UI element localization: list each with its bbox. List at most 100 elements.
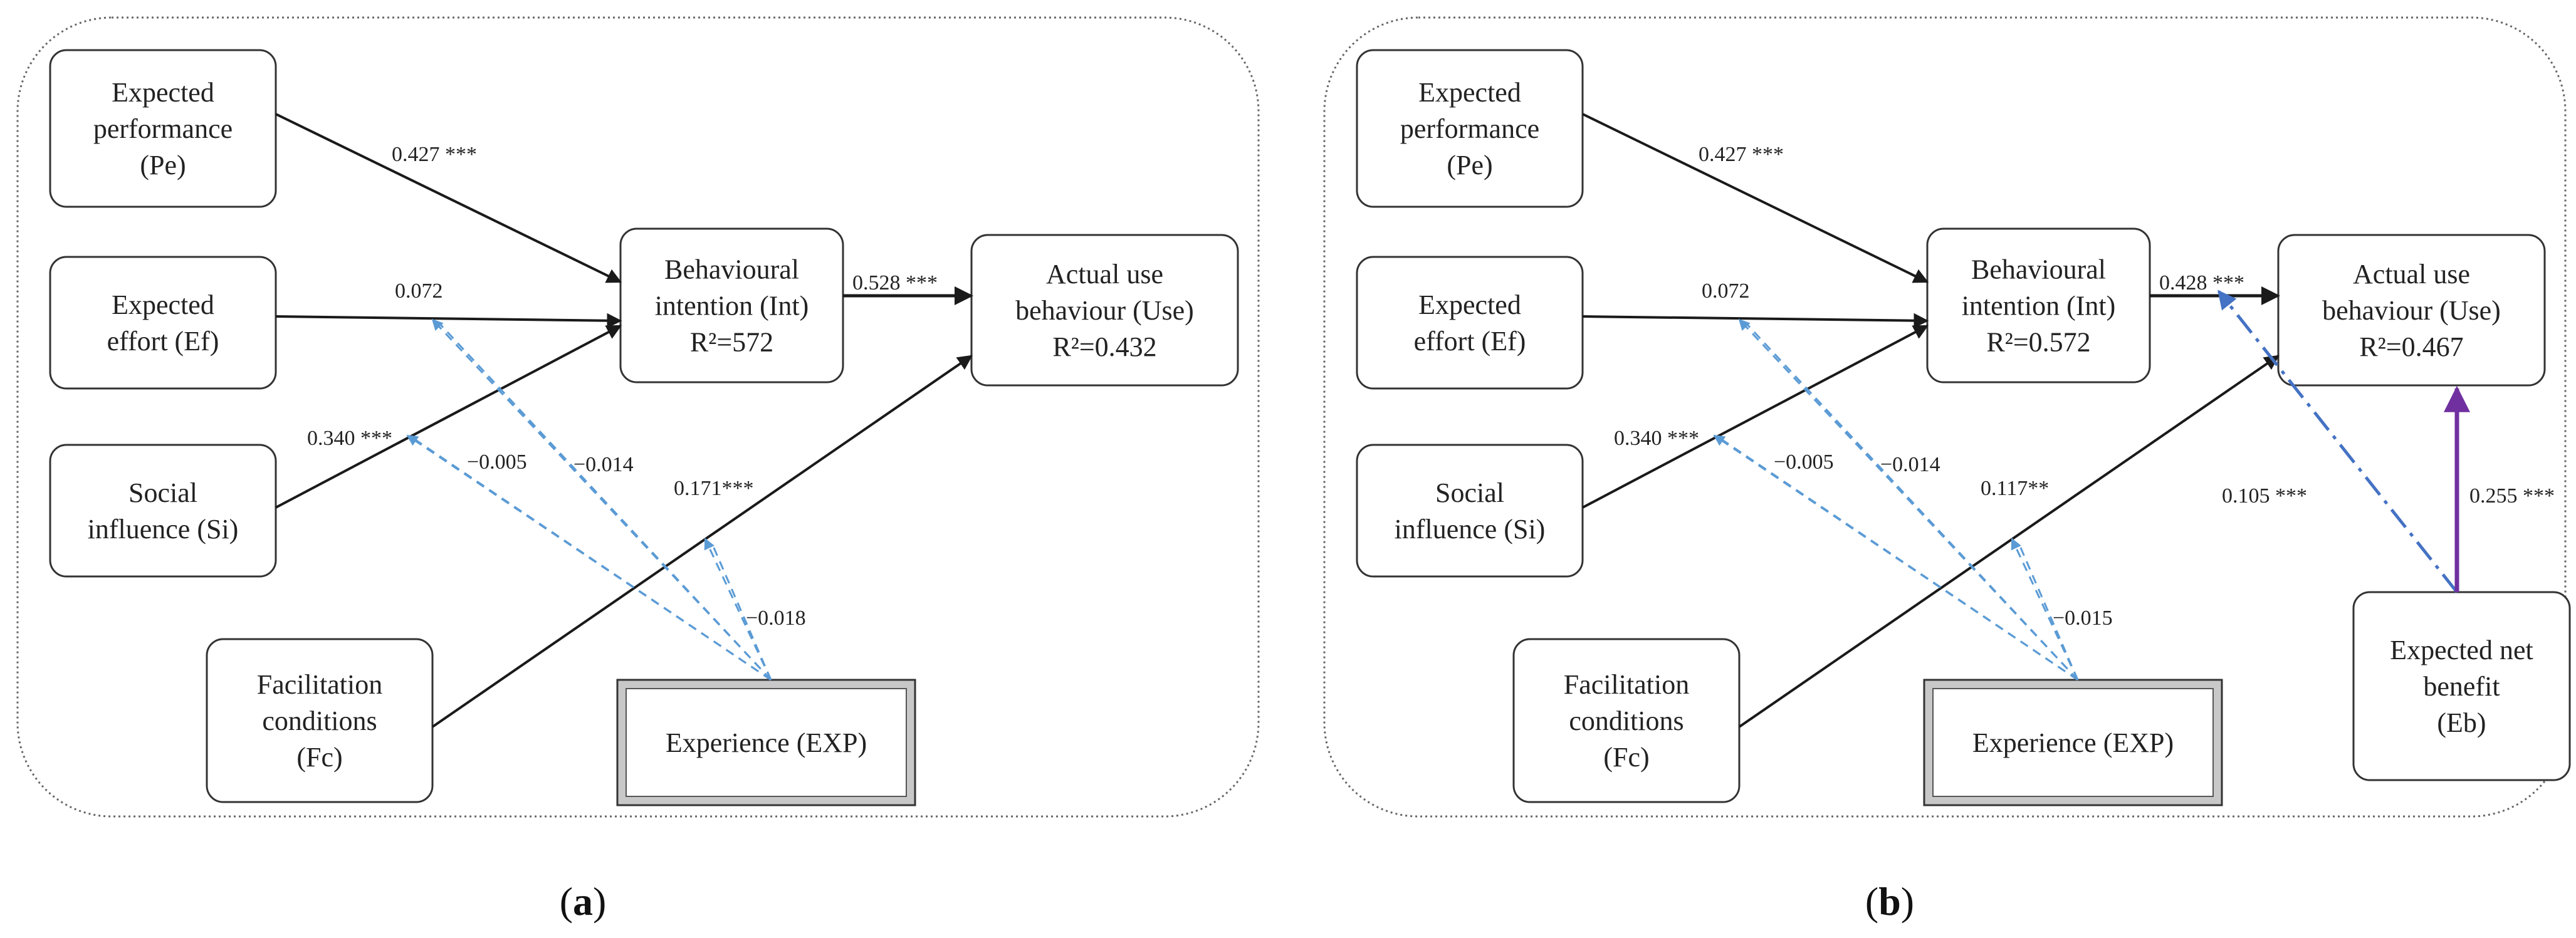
node-actual-use-box — [2277, 234, 2546, 387]
coef-pe-int: 0.427 *** — [1699, 143, 1784, 166]
node-expected-effort-box — [1356, 256, 1584, 390]
node-actual-use-label-line: R²=0.467 — [2359, 331, 2463, 362]
node-behavioural-intention-box — [619, 227, 844, 383]
path-exp-si-2 — [1720, 437, 2078, 681]
coef-ef-int: 0.072 — [395, 279, 443, 303]
coef-int-use: 0.428 *** — [2159, 271, 2244, 294]
node-behavioural-intention-label-line: Behavioural — [664, 254, 799, 285]
node-expected-effort: Expected effort (Ef) — [1356, 256, 1584, 390]
node-social-influence-label-line: Social — [1435, 477, 1504, 508]
panel-caption: (a) — [560, 879, 607, 924]
coef-exp-ef: −0.014 — [1880, 453, 1940, 476]
caption-open: ( — [560, 879, 573, 924]
path-exp-si-2 — [413, 437, 772, 681]
path-ef-int — [1582, 313, 1929, 328]
node-behavioural-intention: Behavioural intention (Int) R²=0.572 — [1926, 227, 2151, 383]
node-expected-net-benefit-label-line: benefit — [2423, 671, 2500, 702]
node-expected-performance-label-line: Expected — [1418, 77, 1521, 108]
coef-fc-use: 0.117** — [1981, 477, 2049, 500]
path-exp-fc-2 — [2017, 541, 2079, 680]
path-exp-fc-2 — [710, 541, 772, 680]
node-social-influence-label-line: influence (Si) — [1395, 514, 1546, 545]
path-fc-use — [1738, 355, 2280, 728]
node-actual-use-label-line: Actual use — [2353, 259, 2470, 289]
node-expected-effort-label-line: Expected — [112, 289, 214, 320]
node-expected-performance-label-line: performance — [93, 113, 233, 144]
caption-letter: a — [573, 879, 593, 924]
node-experience-label-line: Experience (EXP) — [1972, 727, 2174, 758]
node-behavioural-intention-label-line: R²=572 — [690, 327, 773, 358]
node-facilitation-conditions: Facilitation conditions (Fc) — [206, 638, 434, 803]
node-behavioural-intention-label-line: intention (Int) — [1962, 291, 2116, 321]
node-experience-inner — [626, 688, 907, 797]
node-actual-use-label-line: Actual use — [1046, 259, 1163, 289]
node-facilitation-conditions-label-line: (Fc) — [296, 742, 342, 773]
node-experience-inner — [1932, 688, 2214, 797]
node-expected-performance-label-line: Expected — [112, 77, 214, 108]
node-behavioural-intention-label-line: Behavioural — [1971, 254, 2106, 285]
node-social-influence-label-line: influence (Si) — [88, 514, 239, 545]
node-expected-effort-label-line: effort (Ef) — [1414, 326, 1526, 357]
node-actual-use-label-line: R²=0.432 — [1052, 331, 1156, 362]
coef-ef-int: 0.072 — [1702, 279, 1750, 303]
node-expected-performance-label-line: (Pe) — [1447, 150, 1492, 180]
panel-caption: (b) — [1865, 879, 1914, 924]
node-facilitation-conditions-box — [206, 638, 434, 803]
panel-frame — [16, 16, 1260, 818]
caption-open: ( — [1865, 879, 1878, 924]
path-exp-ef-2 — [437, 321, 772, 681]
node-behavioural-intention-label-line: intention (Int) — [655, 291, 809, 321]
coef-si-int: 0.340 *** — [1614, 427, 1699, 450]
path-eb-moderation — [2217, 289, 2458, 593]
node-social-influence-label-line: Social — [128, 477, 197, 508]
path-exp-fc — [704, 538, 772, 680]
node-experience: Experience (EXP) — [616, 679, 916, 806]
node-social-influence: Social influence (Si) — [49, 444, 277, 578]
coef-exp-si: −0.005 — [1774, 451, 1834, 474]
path-exp-ef-2 — [1744, 321, 2079, 681]
coef-eb-use: 0.255 *** — [2469, 484, 2555, 508]
node-facilitation-conditions-label-line: Facilitation — [257, 669, 382, 700]
node-social-influence-box — [1356, 444, 1584, 578]
panel-frame — [1323, 16, 2567, 818]
node-expected-effort-label-line: effort (Ef) — [107, 326, 219, 357]
node-expected-effort: Expected effort (Ef) — [49, 256, 277, 390]
node-expected-performance-box — [1356, 49, 1584, 208]
node-social-influence-box — [49, 444, 277, 578]
coef-exp-fc: −0.018 — [746, 607, 806, 630]
node-expected-effort-box — [49, 256, 277, 390]
node-social-influence: Social influence (Si) — [1356, 444, 1584, 578]
coef-exp-si: −0.005 — [467, 451, 527, 474]
coef-fc-use: 0.171*** — [674, 477, 754, 500]
coef-exp-ef: −0.014 — [573, 453, 634, 476]
coef-si-int: 0.340 *** — [307, 427, 392, 450]
node-behavioural-intention-label-line: R²=0.572 — [1986, 327, 2090, 358]
node-expected-effort-label-line: Expected — [1418, 289, 1521, 320]
node-facilitation-conditions-label-line: conditions — [1569, 706, 1683, 736]
path-pe-int — [275, 113, 622, 283]
node-facilitation-conditions-label-line: Facilitation — [1564, 669, 1689, 700]
caption-close: ) — [1901, 879, 1914, 924]
node-expected-net-benefit-box — [2352, 591, 2571, 781]
coef-pe-int: 0.427 *** — [392, 143, 477, 166]
coef-exp-fc: −0.015 — [2053, 607, 2113, 630]
node-expected-performance-box — [49, 49, 277, 208]
path-ef-int — [275, 313, 622, 328]
node-facilitation-conditions-label-line: (Fc) — [1603, 742, 1649, 773]
node-behavioural-intention: Behavioural intention (Int) R²=572 — [619, 227, 844, 383]
node-expected-net-benefit-label-line: Expected net — [2390, 635, 2533, 665]
path-pe-int — [1582, 113, 1929, 283]
node-experience: Experience (EXP) — [1923, 679, 2223, 806]
node-facilitation-conditions-label-line: conditions — [262, 706, 377, 736]
path-fc-use — [431, 355, 973, 728]
node-actual-use-label-line: behaviour (Use) — [2322, 295, 2501, 326]
node-behavioural-intention-box — [1926, 227, 2151, 383]
